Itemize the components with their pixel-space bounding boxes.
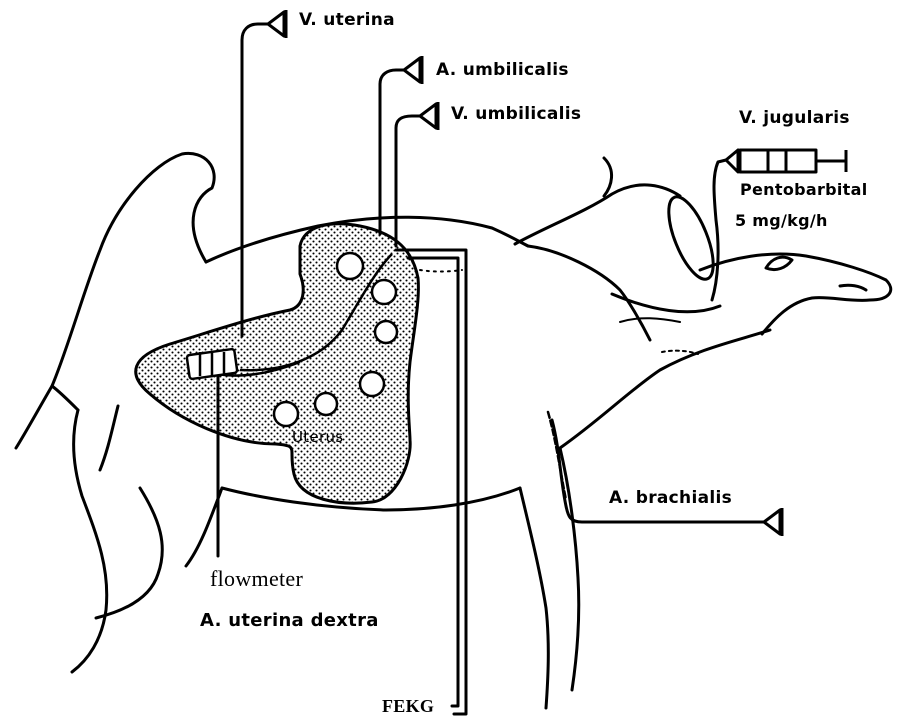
head-details (420, 270, 698, 354)
v-uterina-line (242, 24, 268, 336)
label-pentobarbital: Pentobarbital (740, 180, 868, 199)
label-fekg: FEKG (382, 696, 434, 717)
label-a-umbilicalis: A. umbilicalis (436, 60, 569, 80)
uterus (136, 224, 419, 503)
syringe-icon (726, 150, 846, 172)
a-umbilicalis-line (380, 70, 404, 234)
label-flowmeter: flowmeter (210, 566, 303, 592)
animal-outline (16, 153, 891, 708)
v-jugularis-line (712, 160, 726, 300)
label-v-umbilicalis: V. umbilicalis (451, 104, 581, 124)
label-v-uterina: V. uterina (299, 10, 395, 30)
v-umbilicalis-line (396, 116, 420, 246)
label-dose: 5 mg/kg/h (735, 211, 828, 230)
label-uterus: Uterus (292, 428, 343, 446)
flowmeter-probe-icon (187, 349, 238, 379)
label-a-uterina-dextra: A. uterina dextra (200, 610, 379, 631)
label-a-brachialis: A. brachialis (609, 488, 732, 508)
label-v-jugularis: V. jugularis (739, 108, 850, 128)
